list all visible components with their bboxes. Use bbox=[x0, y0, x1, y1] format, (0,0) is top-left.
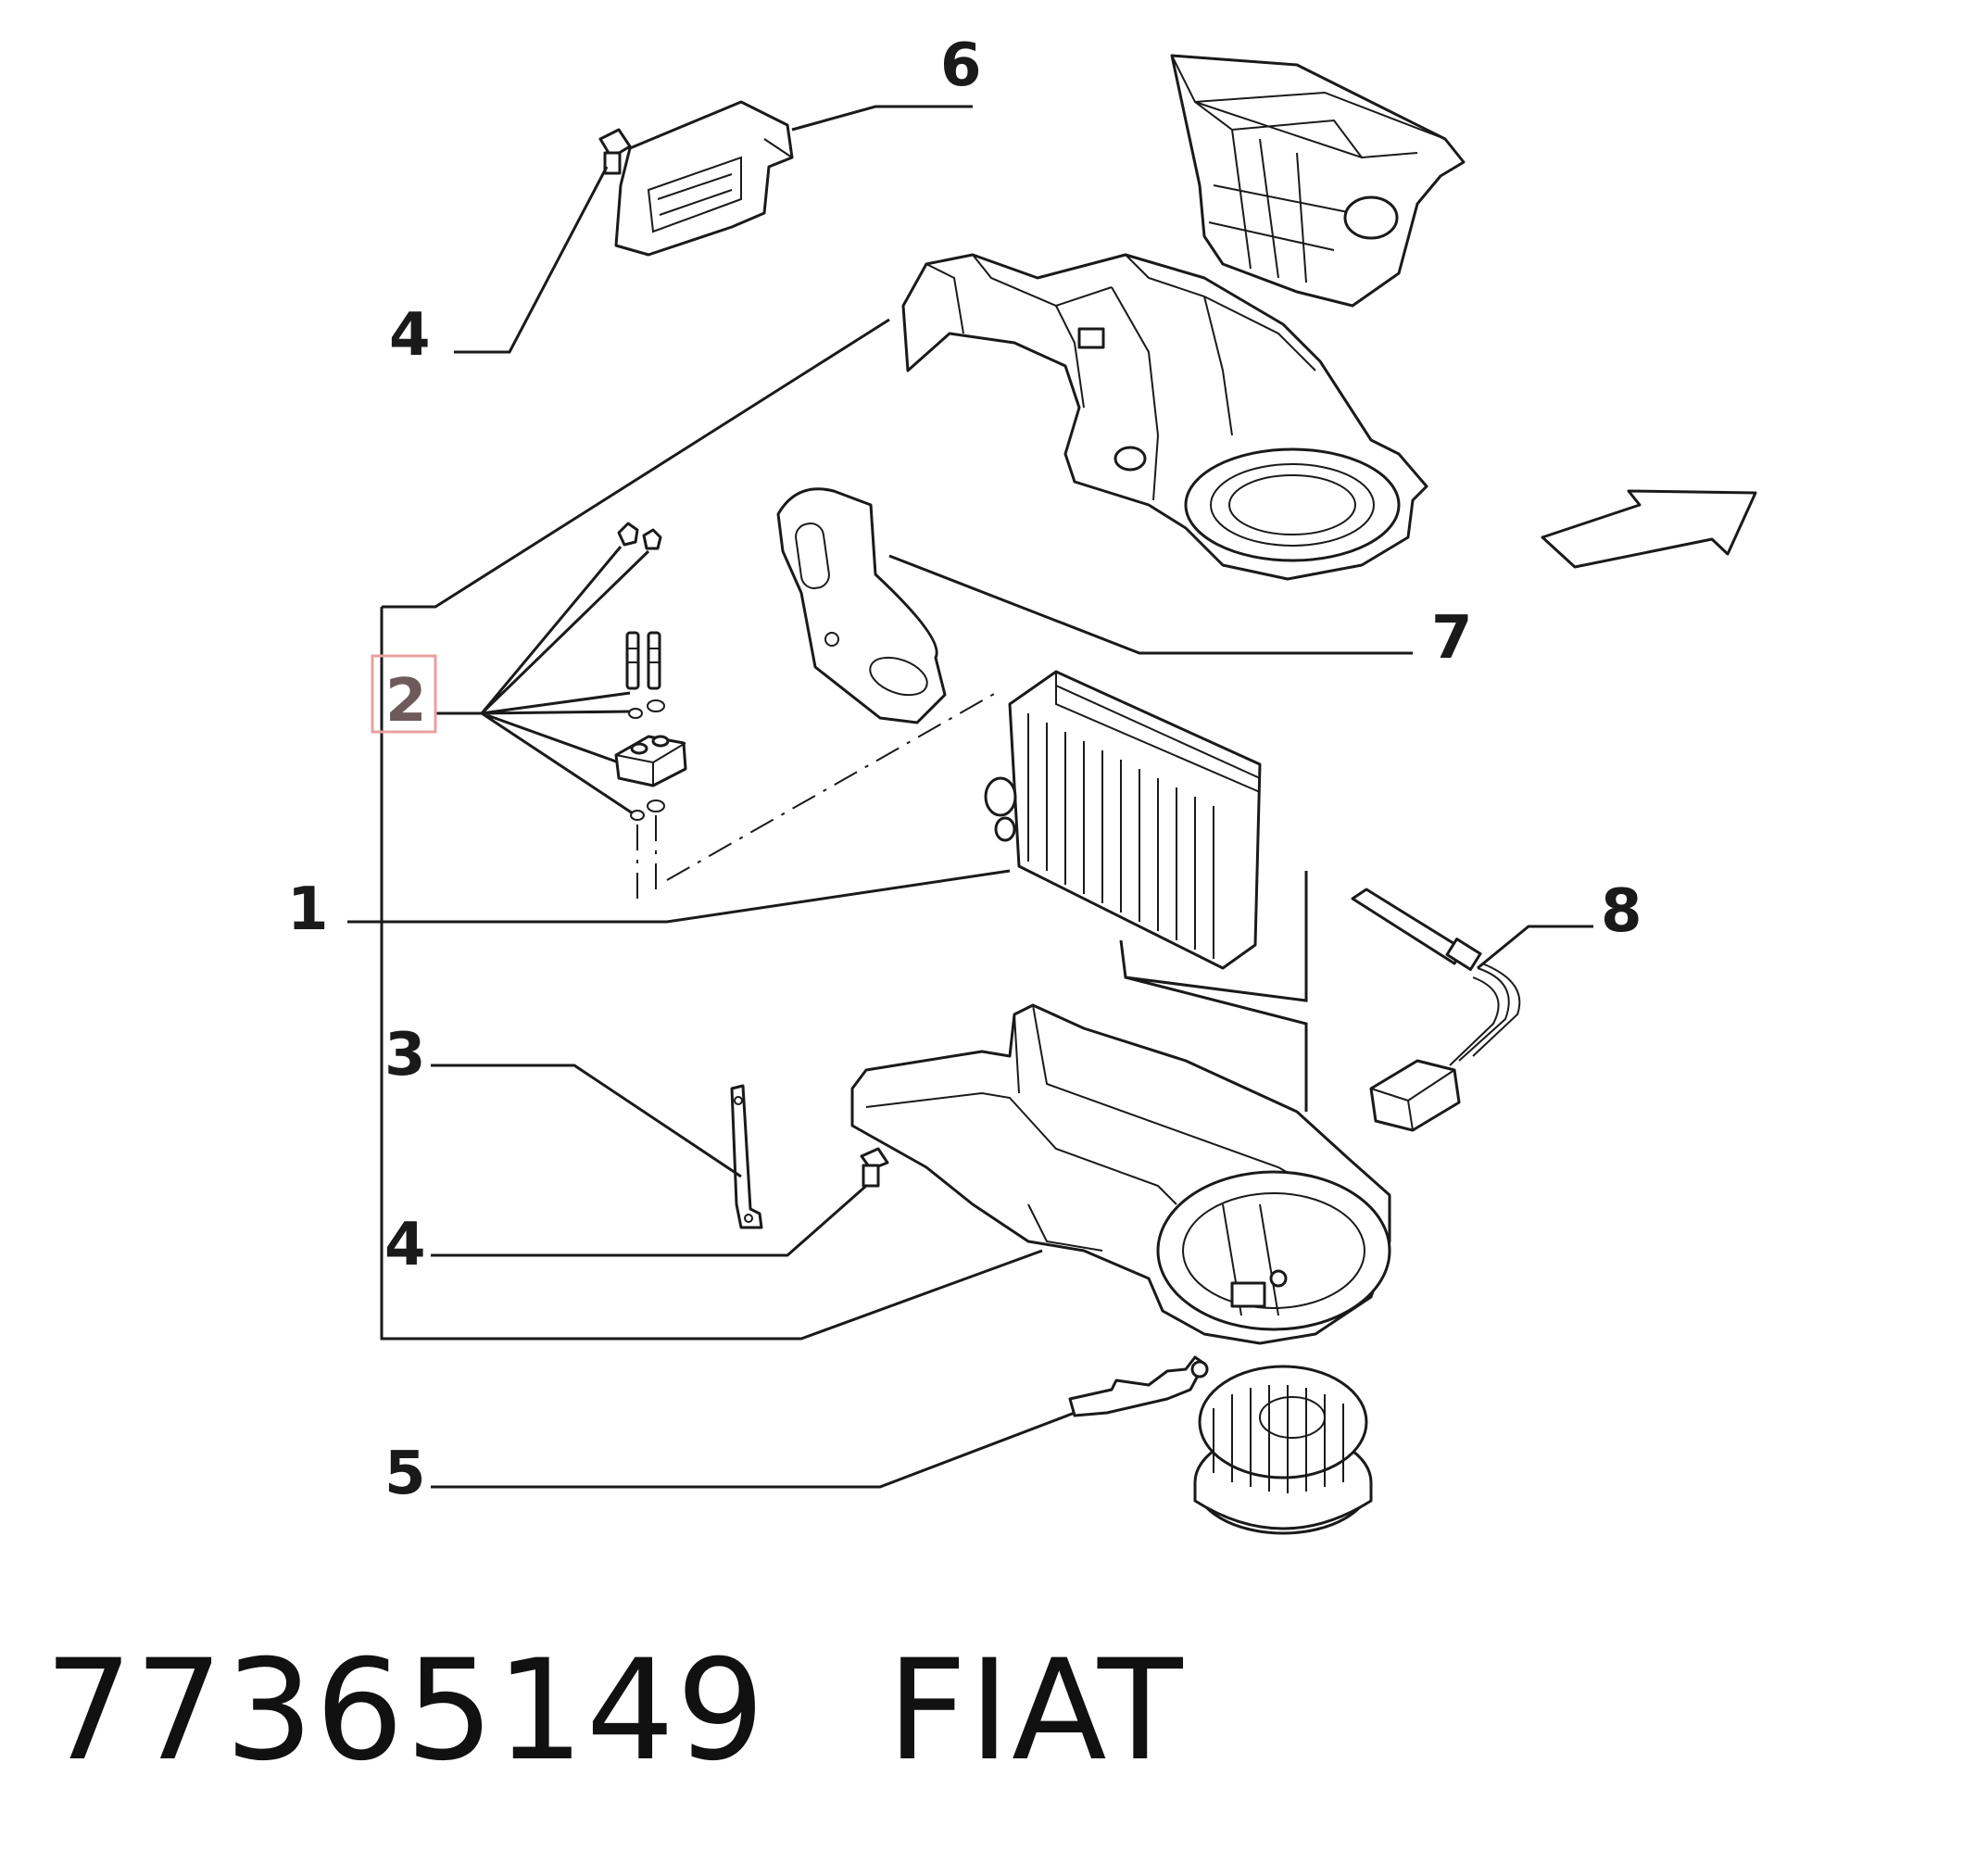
callout-2: 2 bbox=[385, 667, 427, 736]
part-2-expansion-valve-kit bbox=[614, 522, 1001, 908]
part-5-bracket bbox=[1068, 1355, 1209, 1417]
lower-housing bbox=[850, 1003, 1391, 1345]
evaporator-bracket-lines bbox=[1119, 871, 1308, 1112]
callout-2-highlight bbox=[371, 654, 437, 734]
callout-5: 5 bbox=[384, 1440, 426, 1508]
upper-housing bbox=[901, 253, 1428, 581]
callout-1: 1 bbox=[287, 875, 329, 944]
part-8-sensor bbox=[1351, 888, 1521, 1132]
leader-8 bbox=[1477, 925, 1593, 970]
part-3-strap bbox=[730, 1084, 763, 1229]
part-6-bracket bbox=[614, 100, 794, 257]
assembly-bracket-frame bbox=[347, 318, 1043, 1341]
part-number: 77365149 bbox=[44, 1630, 767, 1792]
part-5-blower-motor bbox=[1193, 1365, 1373, 1535]
heater-unit-top bbox=[1170, 54, 1466, 308]
callout-7: 7 bbox=[1431, 604, 1473, 673]
callout-4-top: 4 bbox=[389, 301, 431, 370]
footer-caption: 77365149 FIAT bbox=[44, 1630, 1185, 1792]
brand-name: FIAT bbox=[887, 1630, 1185, 1792]
callout-8: 8 bbox=[1601, 877, 1642, 946]
part-4-screw-top bbox=[598, 128, 632, 175]
leader-5 bbox=[431, 1411, 1076, 1489]
leader-lines bbox=[431, 105, 1593, 1489]
callout-3: 3 bbox=[384, 1021, 426, 1089]
callout-6: 6 bbox=[940, 31, 982, 100]
part-4-screw-lower bbox=[860, 1147, 889, 1188]
leader-4-lower bbox=[431, 1184, 867, 1257]
part-7-plate bbox=[776, 487, 947, 724]
leader-7 bbox=[888, 554, 1413, 655]
leader-4-top bbox=[454, 166, 609, 354]
leader-3 bbox=[431, 1064, 742, 1178]
callout-2-leaders bbox=[435, 546, 650, 815]
evaporator-core bbox=[984, 670, 1262, 970]
leader-6 bbox=[791, 105, 973, 132]
direction-arrow-icon bbox=[1541, 489, 1757, 569]
callout-4-lower: 4 bbox=[384, 1211, 426, 1279]
